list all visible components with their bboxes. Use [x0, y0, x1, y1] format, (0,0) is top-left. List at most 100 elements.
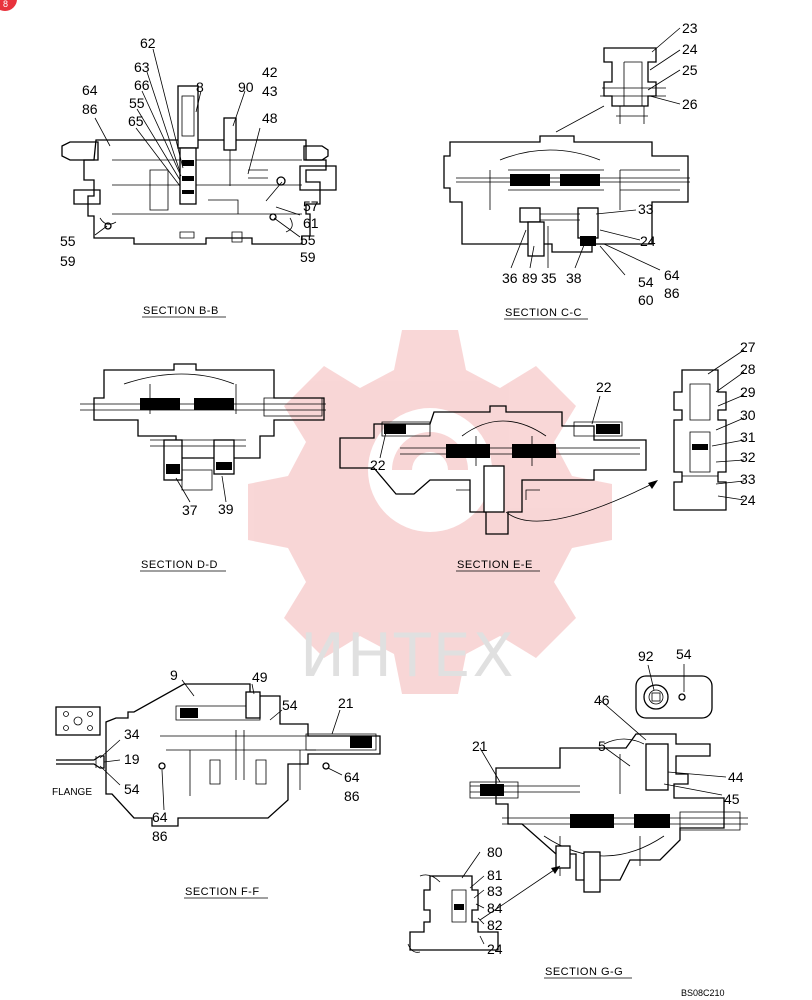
callout-31: 31: [740, 429, 756, 445]
callout-80: 80: [487, 844, 503, 860]
callout-39: 39: [218, 501, 234, 517]
callout-5: 5: [598, 738, 606, 754]
watermark-text: ИНТЕХ: [300, 621, 516, 691]
callout-89: 89: [522, 270, 538, 286]
leaders-c-c: [510, 27, 681, 276]
watermark: ИНТЕХ: [248, 330, 612, 694]
callout-25: 25: [682, 62, 698, 78]
callout-86: 86: [344, 788, 360, 804]
valve-body-c-c: [443, 135, 690, 257]
callout-86: 86: [664, 285, 680, 301]
callout-65: 65: [128, 113, 144, 129]
callout-86: 86: [82, 101, 98, 117]
figure-code: BS08C210: [681, 988, 725, 998]
corner-badge: 8: [0, 0, 17, 11]
callout-90: 90: [238, 79, 254, 95]
leaders-d-d: [175, 475, 227, 503]
callout-59: 59: [60, 253, 76, 269]
callout-60: 60: [638, 292, 654, 308]
section-e-e: 22 22 27 28 29 30 31 32 33 24 SECTION E-…: [339, 339, 756, 572]
callout-22: 22: [596, 379, 612, 395]
flange-label: FLANGE: [52, 787, 92, 798]
callout-45: 45: [724, 791, 740, 807]
callout-61: 61: [303, 215, 319, 231]
callout-29: 29: [740, 384, 756, 400]
callout-44: 44: [728, 769, 744, 785]
labels-c-c: 23 24 25 26 33 24 36 89 35 38 54 60 64 8…: [502, 20, 698, 308]
callout-43: 43: [262, 83, 278, 99]
callout-22: 22: [370, 457, 386, 473]
callout-49: 49: [252, 669, 268, 685]
callout-23: 23: [682, 20, 698, 36]
callout-24: 24: [487, 941, 503, 957]
corner-badge-text: 8: [3, 0, 8, 9]
valve-body-f-f: [105, 683, 381, 827]
callout-8: 8: [196, 79, 204, 95]
callout-54: 54: [282, 697, 298, 713]
callout-24: 24: [682, 41, 698, 57]
callout-64: 64: [82, 82, 98, 98]
leaders-e-e: [379, 349, 745, 522]
section-f-f: FLANGE 9 49 54 21 34 19 54 64 86 64 86 S…: [52, 667, 381, 899]
section-title-d-d: SECTION D-D: [141, 559, 218, 571]
callout-27: 27: [740, 339, 756, 355]
detail-e-e-check: [673, 369, 727, 511]
callout-66: 66: [134, 77, 150, 93]
labels-g-g: 92 54 46 5 21 44 45 80 81 83 84 82 24: [472, 646, 744, 957]
watermark-gear-icon: [248, 330, 612, 694]
section-c-c: 23 24 25 26 33 24 36 89 35 38 54 60 64 8…: [443, 20, 698, 320]
callout-54: 54: [124, 781, 140, 797]
valve-body-e-e: [339, 405, 647, 535]
callout-30: 30: [740, 407, 756, 423]
callout-9: 9: [170, 667, 178, 683]
valve-body-d-d: [80, 363, 326, 491]
leaders-f-f: [161, 679, 343, 811]
callout-64: 64: [152, 809, 168, 825]
callout-32: 32: [740, 449, 756, 465]
callout-19: 19: [124, 751, 140, 767]
section-g-g: 92 54 46 5 21 44 45 80 81 83 84 82 24 SE…: [407, 646, 748, 979]
callout-55: 55: [300, 232, 316, 248]
callout-64: 64: [344, 769, 360, 785]
section-title-e-e: SECTION E-E: [457, 559, 533, 571]
callout-21: 21: [472, 738, 488, 754]
callout-54: 54: [676, 646, 692, 662]
callout-36: 36: [502, 270, 518, 286]
callout-57: 57: [303, 198, 319, 214]
callout-92: 92: [638, 648, 654, 664]
valve-body-b-b: [61, 85, 337, 245]
callout-83: 83: [487, 883, 503, 899]
callout-86: 86: [152, 828, 168, 844]
callout-38: 38: [566, 270, 582, 286]
section-title-f-f: SECTION F-F: [185, 886, 260, 898]
callout-34: 34: [124, 726, 140, 742]
section-d-d: 37 39 SECTION D-D: [80, 363, 326, 572]
callout-35: 35: [541, 270, 557, 286]
callout-64: 64: [664, 267, 680, 283]
flange-detail: FLANGE: [52, 706, 121, 798]
callout-81: 81: [487, 867, 503, 883]
detail-g-g-check: [407, 874, 499, 953]
leaders-b-b: [94, 48, 301, 238]
callout-46: 46: [594, 692, 610, 708]
detail-g-g-block: [635, 675, 713, 719]
callout-55: 55: [60, 233, 76, 249]
labels-d-d: 37 39: [182, 501, 234, 518]
valve-body-g-g: [469, 733, 748, 893]
callout-62: 62: [140, 35, 156, 51]
leaders-g-g: [461, 664, 727, 945]
callout-84: 84: [487, 900, 503, 916]
callout-33: 33: [740, 471, 756, 487]
callout-37: 37: [182, 502, 198, 518]
callout-26: 26: [682, 96, 698, 112]
section-title-c-c: SECTION C-C: [505, 307, 582, 319]
labels-e-e: 22 22 27 28 29 30 31 32 33 24: [370, 339, 756, 508]
detail-c-c-plug: [600, 47, 666, 124]
callout-33: 33: [638, 201, 654, 217]
section-b-b: 62 63 66 55 65 8 90 42 43 48 64 86 57 61…: [60, 35, 337, 318]
callout-54: 54: [638, 274, 654, 290]
callout-59: 59: [300, 249, 316, 265]
callout-24: 24: [740, 492, 756, 508]
section-title-g-g: SECTION G-G: [545, 966, 623, 978]
